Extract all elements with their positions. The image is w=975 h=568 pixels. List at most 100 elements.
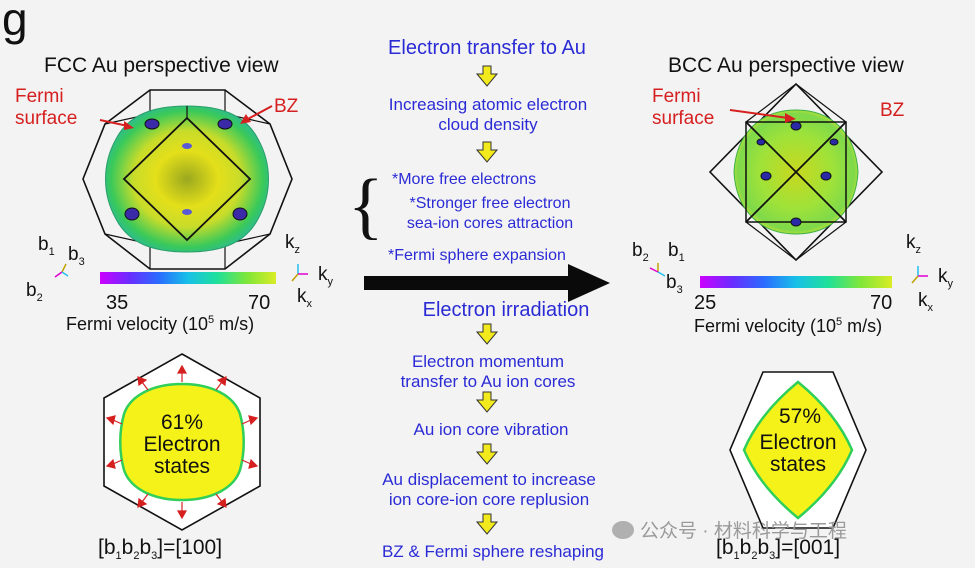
fcc-states-line2: states — [153, 455, 211, 478]
fcc-b2: b2 — [26, 280, 43, 304]
step-ion-vibration: Au ion core vibration — [413, 420, 569, 439]
fcc-fermi-label-line1: Fermi — [15, 86, 64, 107]
bcc-slice-fermi — [742, 380, 854, 520]
watermark: 公众号 · 材料科学与工程 — [612, 516, 847, 543]
fcc-colorbar-min: 35 — [106, 292, 129, 314]
bcc-fermi-label-line1: Fermi — [652, 86, 701, 107]
fcc-neck — [182, 209, 192, 215]
bcc-b2: b2 — [632, 240, 649, 264]
bcc-states-line1: Electron — [759, 431, 837, 454]
bcc-fermi-pointer-head — [785, 113, 796, 123]
bcc-neck — [790, 217, 802, 227]
fcc-bz-pointer-head — [240, 114, 251, 124]
bcc-basis-triad-icon — [649, 263, 666, 277]
fcc-expansion-arrows — [105, 364, 259, 520]
flow-arrows — [476, 65, 499, 535]
fcc-fermi-pointer — [99, 119, 129, 127]
bcc-b3: b3 — [666, 272, 683, 296]
fcc-pointer-arrows — [99, 105, 273, 130]
panel-letter: g — [2, 0, 28, 45]
fcc-basis-triad-icon — [54, 263, 69, 278]
bcc-neck — [820, 171, 832, 181]
fcc-b3: b3 — [68, 244, 85, 268]
bcc-fermi-slice — [729, 371, 867, 529]
bcc-title: BCC Au perspective view — [668, 54, 904, 77]
fcc-index: [b1b2b3]=[100] — [98, 536, 223, 563]
fcc-brillouin-zone-figure — [82, 89, 293, 270]
bcc-fermi-label: Fermi surface — [652, 86, 714, 130]
flow-arrow-icon — [476, 391, 499, 413]
fcc-title: FCC Au perspective view — [44, 54, 279, 77]
step-electron-transfer: Electron transfer to Au — [388, 37, 586, 59]
fcc-fermi-pointer-head — [124, 121, 134, 130]
step-cloud-density: Increasing atomic electron cloud density — [388, 95, 588, 134]
fcc-neck — [124, 207, 140, 221]
fcc-bz-pointer — [245, 105, 273, 121]
bcc-bz-edge — [795, 221, 847, 261]
bcc-bz-edge — [795, 83, 847, 123]
flow-arrow-icon — [476, 443, 499, 465]
bcc-neck — [756, 138, 766, 146]
fcc-k-triad-icon — [291, 264, 308, 282]
bcc-colorbar-label: Fermi velocity (105 m/s) — [694, 316, 883, 336]
fcc-fermi-label-line2: surface — [15, 108, 78, 129]
bcc-colorbar-min: 25 — [694, 292, 717, 314]
fcc-percent: 61% — [160, 411, 204, 434]
bcc-bz-edge — [745, 83, 797, 123]
bcc-pointer-arrow — [729, 109, 796, 123]
step-momentum-transfer: Electron momentum transfer to Au ion cor… — [400, 352, 576, 391]
fcc-fermi-label: Fermi surface — [15, 86, 77, 130]
bcc-kz: kz — [906, 232, 921, 256]
fcc-colorbar-max: 70 — [248, 292, 271, 314]
bcc-bz-edge — [745, 221, 797, 261]
bullet-2: *Stronger free electron sea-ion cores at… — [406, 195, 574, 232]
step-electron-irradiation: Electron irradiation — [422, 299, 590, 321]
bcc-neck — [760, 171, 772, 181]
bcc-b1: b1 — [668, 240, 685, 264]
bullet-brace: { — [348, 165, 384, 247]
bcc-k-triad-icon — [911, 266, 928, 284]
bcc-bz-edge — [745, 121, 847, 223]
fcc-kz: kz — [285, 232, 300, 256]
bcc-brillouin-zone-figure — [708, 82, 884, 262]
bcc-neck — [790, 121, 802, 131]
fcc-neck — [232, 207, 248, 221]
fcc-states-line1: Electron — [143, 433, 221, 456]
bcc-ky: ky — [938, 266, 953, 290]
fcc-colorbar-label: Fermi velocity (105 m/s) — [66, 314, 255, 334]
step-reshaping: BZ & Fermi sphere reshaping — [381, 542, 605, 561]
flow-arrow-icon — [476, 65, 499, 87]
bcc-colorbar — [700, 276, 892, 288]
fcc-ky: ky — [318, 264, 333, 288]
step-displacement: Au displacement to increase ion core-ion… — [382, 470, 596, 509]
bullet-3: *Fermi sphere expansion — [388, 247, 566, 264]
fcc-colorbar — [100, 272, 276, 284]
bcc-percent: 57% — [778, 405, 822, 428]
fcc-fermi-surface — [105, 105, 269, 253]
bcc-fermi-label-line2: surface — [652, 108, 715, 129]
bcc-fermi-pointer — [729, 109, 789, 119]
bcc-kx: kx — [918, 290, 933, 314]
fcc-neck — [182, 143, 192, 149]
fcc-states-label: Electron states — [132, 434, 232, 478]
bcc-index: [b1b2b3]=[001] — [716, 536, 841, 563]
fcc-neck — [217, 118, 233, 130]
flow-arrow-icon — [476, 513, 499, 535]
bcc-states-line2: states — [769, 453, 827, 476]
main-transition-arrow — [364, 264, 610, 302]
bcc-states-label: Electron states — [748, 432, 848, 476]
bcc-neck — [829, 138, 839, 146]
fcc-fermi-slice — [103, 353, 261, 531]
bcc-bz-label: BZ — [880, 100, 905, 121]
fcc-bz-label: BZ — [274, 96, 299, 117]
fcc-bz-inner-square — [122, 116, 252, 242]
bullet-1: *More free electrons — [392, 171, 537, 188]
wechat-icon — [612, 520, 634, 539]
fcc-neck — [144, 118, 160, 130]
fcc-slice-fermi — [119, 382, 245, 502]
flow-arrow-icon — [476, 141, 499, 163]
fcc-kx: kx — [297, 286, 312, 310]
flow-arrow-icon — [476, 323, 499, 345]
bcc-colorbar-max: 70 — [870, 292, 893, 314]
fcc-b1: b1 — [38, 234, 55, 258]
